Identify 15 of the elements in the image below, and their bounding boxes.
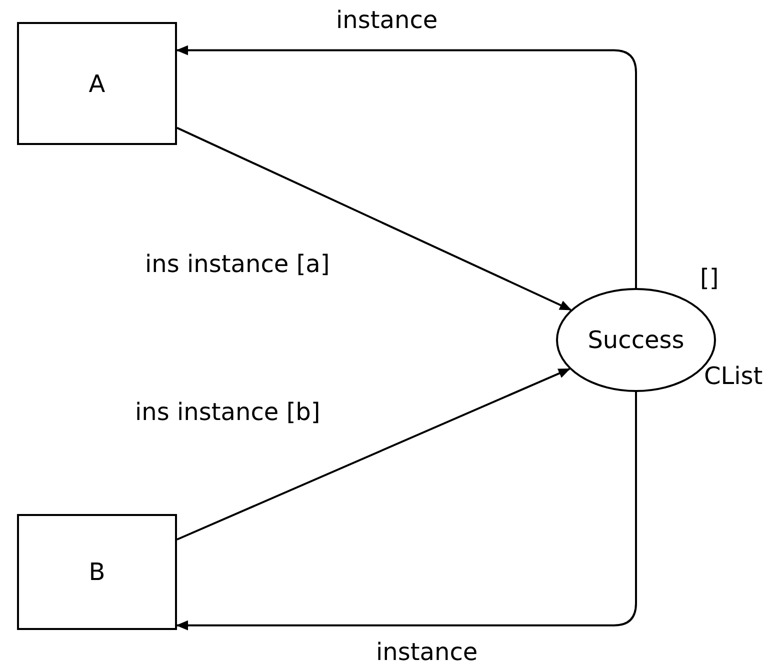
- transition-box: [17, 22, 177, 145]
- initial-marking: []: [700, 264, 719, 292]
- arc-inscription: instance: [376, 638, 478, 666]
- node-label: B: [88, 558, 106, 586]
- arc-arrow: [176, 45, 637, 288]
- node-label: A: [88, 70, 106, 98]
- arc-inscription: ins instance [a]: [145, 250, 330, 278]
- arc-arrow: [176, 392, 637, 630]
- arc-inscription: ins instance [b]: [135, 398, 320, 426]
- color-set-label: CList: [704, 362, 763, 390]
- arc-arrow: [176, 126, 572, 311]
- arc-arrow: [176, 368, 570, 540]
- arc-inscription: instance: [336, 6, 438, 34]
- node-label: Success: [588, 326, 684, 354]
- transition-box: [17, 514, 177, 630]
